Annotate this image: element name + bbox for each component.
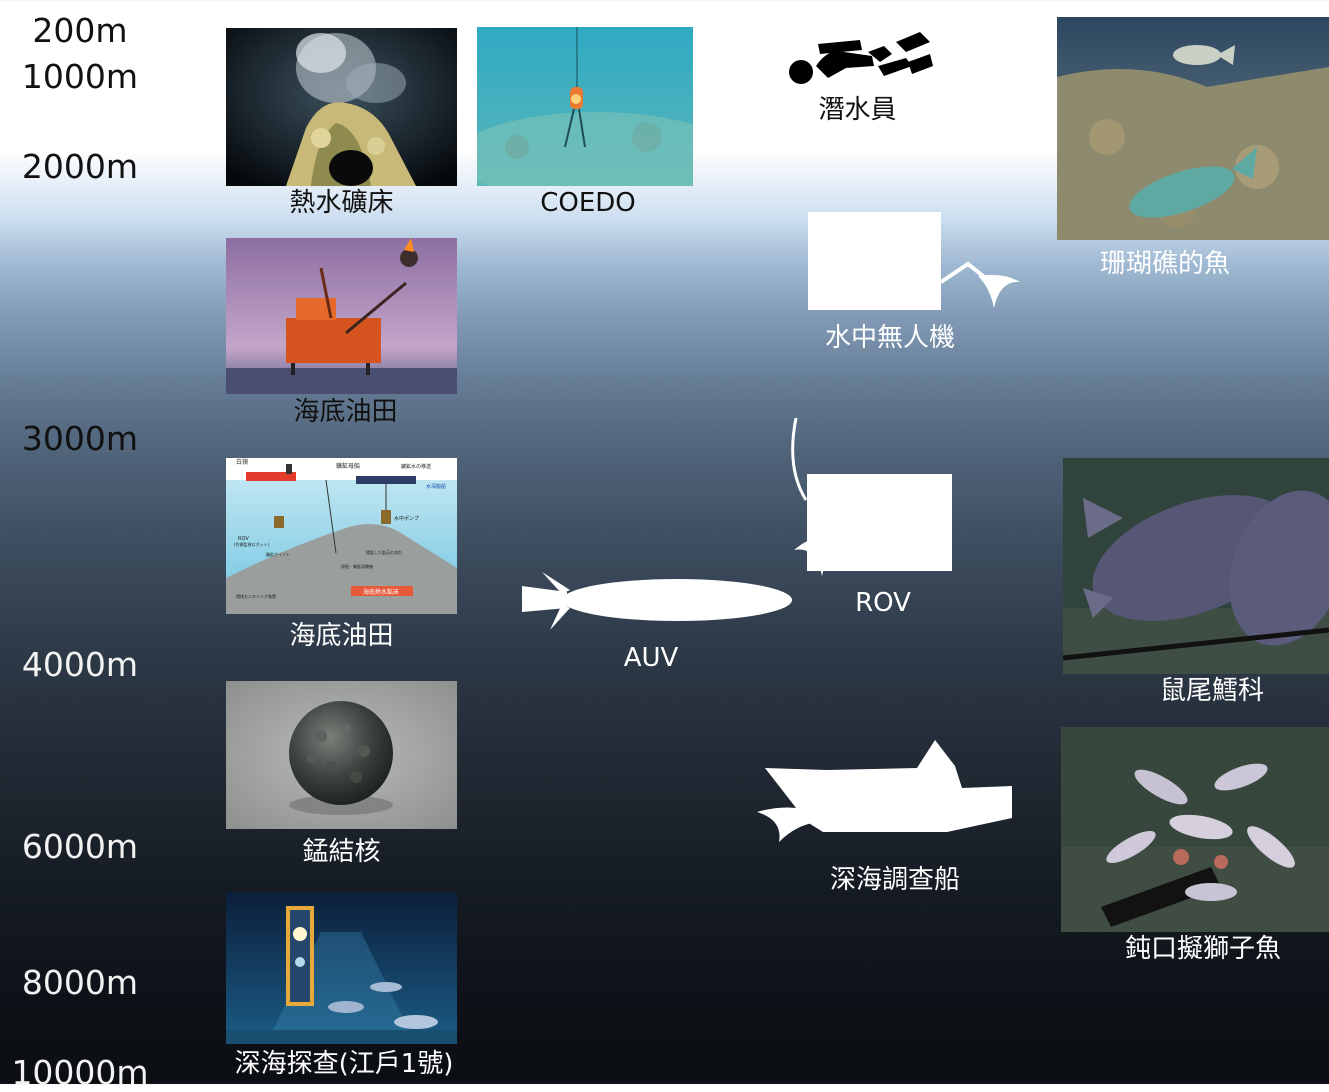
diagram-label-pump: 水中ポンプ	[394, 515, 419, 522]
depth-label-200m: 200m	[32, 11, 128, 50]
diagram-label-monitor: 環境モニタリング装置	[236, 593, 276, 599]
diagram-label-route: 揚鉱した鉱石の流れ	[366, 549, 402, 555]
diagram-label-right: 水深搬船	[426, 483, 446, 490]
oilfield-caption-1: 海底油田	[293, 397, 398, 427]
submersible-caption: 深海調查船	[829, 865, 960, 895]
reef-fish-photo	[1057, 17, 1329, 240]
grenadier-photo	[1063, 458, 1329, 674]
diagram-label-point: 鑛鉱ポイント	[266, 551, 290, 557]
diagram-label-mining: 採掘・集鉱試験機	[341, 563, 373, 569]
edokko-caption: 深海探查(江戶1號)	[234, 1049, 454, 1079]
diagram-label-top-right: 鑛鉱水の移送	[401, 463, 431, 470]
grenadier-caption: 鼠尾鱈科	[1159, 676, 1264, 706]
depth-label-6000m: 6000m	[21, 827, 139, 866]
edokko-photo	[226, 892, 457, 1044]
depth-label-1000m: 1000m	[21, 57, 139, 96]
diver-icon	[789, 32, 933, 84]
diagram-label-top-left: 白嶺	[236, 458, 248, 466]
depth-label-2000m: 2000m	[21, 147, 139, 186]
coedo-photo	[477, 27, 693, 186]
oil-platform-photo	[226, 238, 457, 394]
diagram-label-top-center: 鑛鉱母船	[336, 462, 360, 470]
depth-label-8000m: 8000m	[21, 963, 139, 1002]
depth-label-10000m: 10000m	[11, 1053, 149, 1092]
reef-fish-caption: 珊瑚礁的魚	[1099, 249, 1230, 279]
diagram-deposit-label: 海底熱水鉱床	[363, 588, 399, 596]
research-submersible-icon	[757, 740, 1012, 842]
auv-caption: AUV	[623, 643, 679, 673]
hydrothermal-vent-photo	[226, 28, 457, 186]
diagram-label-rov: ROV	[238, 536, 249, 542]
nodule-caption: 錳結核	[302, 837, 381, 867]
snailfish-photo	[1061, 727, 1329, 932]
rov-icon	[791, 418, 952, 576]
auv-icon	[522, 572, 792, 630]
oilfield-caption-2: 海底油田	[289, 621, 394, 651]
coedo-caption: COEDO	[540, 188, 636, 218]
snailfish-caption: 鈍口擬獅子魚	[1124, 934, 1281, 964]
drone-caption: 水中無人機	[824, 323, 955, 353]
underwater-drone-icon	[808, 212, 1020, 310]
depth-label-3000m: 3000m	[21, 419, 139, 458]
seafloor-mining-diagram: 海底熱水鉱床 白嶺 鑛鉱母船 鑛鉱水の移送 水深搬船 水中ポンプ ROV (作業…	[226, 458, 457, 614]
diver-caption: 潛水員	[818, 95, 897, 125]
manganese-nodule-photo	[226, 681, 457, 829]
hydrothermal-caption: 熱水礦床	[289, 188, 394, 218]
rov-caption: ROV	[855, 588, 911, 618]
diagram-label-rov-sub: (作業監視ロボット)	[234, 541, 270, 547]
depth-label-4000m: 4000m	[21, 645, 139, 684]
